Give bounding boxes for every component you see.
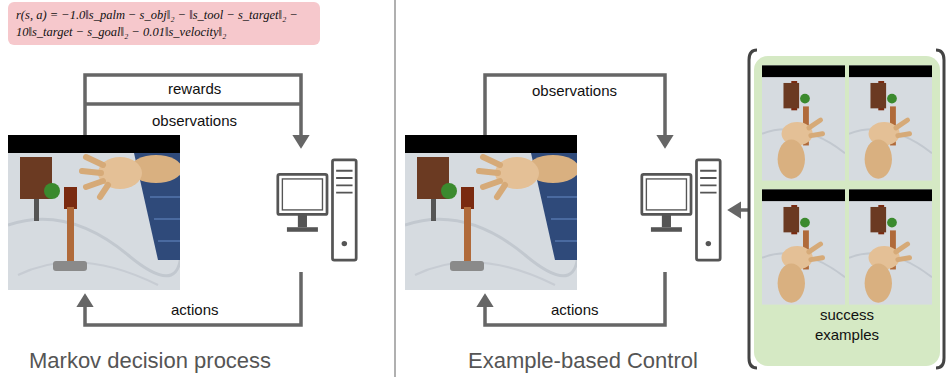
success-thumbnail xyxy=(762,65,845,180)
robot-scene xyxy=(405,135,579,290)
edge-label: actions xyxy=(551,301,599,318)
reward-arrow xyxy=(85,75,301,146)
feedback-loops xyxy=(485,75,750,325)
edge-label: actions xyxy=(171,301,219,318)
action-arrow xyxy=(85,272,301,325)
node-text: success examples xyxy=(802,305,892,344)
node-text: r(s, a) = −1.0‖s_palm − s_obj‖₂ − ‖s_too… xyxy=(16,7,312,40)
edge-label: observations xyxy=(152,112,237,129)
success-examples-box: success examples xyxy=(754,56,940,366)
success-thumbnail xyxy=(762,189,845,304)
panel-title: Example-based Control xyxy=(468,348,698,373)
success-thumbnail xyxy=(849,189,932,304)
observation-arrow xyxy=(485,75,665,146)
panel-divider xyxy=(394,0,396,377)
robot-scene xyxy=(8,135,182,290)
observation-line xyxy=(85,102,301,106)
edge-label: observations xyxy=(532,82,617,99)
examples-arrow xyxy=(730,208,750,212)
success-thumbnail xyxy=(849,65,932,180)
panel-title: Markov decision process xyxy=(29,348,271,373)
action-arrow xyxy=(485,272,665,325)
edge-label: rewards xyxy=(168,80,221,97)
feedback-loops xyxy=(85,75,301,325)
computer-icon xyxy=(278,160,356,260)
reward-formula-box: r(s, a) = −1.0‖s_palm − s_obj‖₂ − ‖s_too… xyxy=(8,2,320,45)
computer-icon xyxy=(642,160,720,260)
